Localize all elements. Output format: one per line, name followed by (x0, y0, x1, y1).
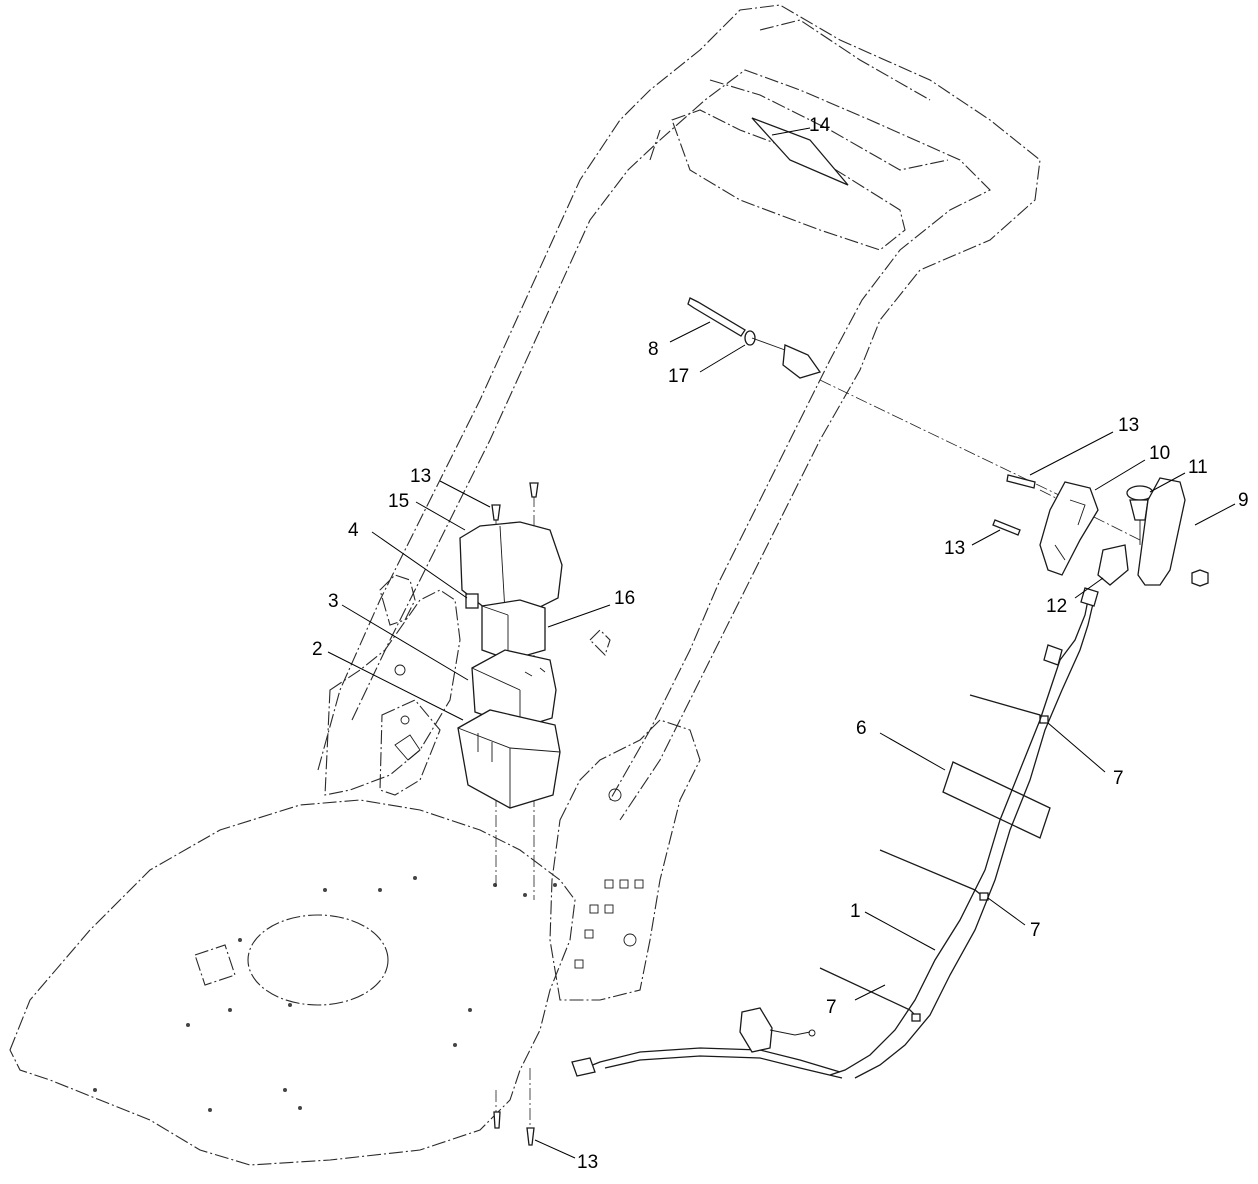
part-2-battery-tray (457, 709, 561, 809)
callout-4: 4 (348, 520, 359, 541)
part-16-battery (481, 599, 546, 661)
callout-10: 10 (1149, 443, 1170, 464)
callout-14: 14 (809, 115, 831, 136)
callout-13-bottom: 13 (577, 1152, 598, 1173)
part-7-cable-tie-3 (819, 967, 921, 1022)
callout-9: 9 (1238, 490, 1249, 511)
part-4-connector (465, 593, 479, 609)
callout-8: 8 (648, 339, 659, 360)
callout-2: 2 (312, 639, 323, 660)
part-14-decal (751, 117, 849, 186)
callout-15: 15 (388, 491, 409, 512)
callout-13-middle: 13 (944, 538, 965, 559)
part-13-screw-middle (992, 519, 1021, 536)
part-8-bolt (687, 297, 746, 337)
callout-13-left: 13 (410, 466, 431, 487)
part-13-screws-bottom (493, 1111, 535, 1146)
phantom-mower-outline (9, 4, 1041, 1166)
callout-11: 11 (1188, 457, 1208, 478)
callout-labels: 14 8 17 13 10 11 9 13 12 13 15 4 16 3 2 … (312, 115, 1249, 1173)
callout-12: 12 (1046, 596, 1067, 617)
callout-7-middle: 7 (1030, 920, 1041, 941)
part-9-cover (1137, 477, 1209, 587)
part-13-screw-upper (1006, 474, 1036, 489)
callout-16: 16 (614, 588, 635, 609)
callout-13-upper: 13 (1118, 415, 1139, 436)
leader-lines (327, 127, 1236, 1159)
part-1-wire-harness (571, 587, 1099, 1079)
callout-1: 1 (850, 901, 861, 922)
part-17-washer (744, 330, 756, 346)
part-12-switch (1097, 544, 1129, 586)
part-7-cable-tie-2 (879, 849, 989, 901)
part-7-cable-tie-1 (969, 694, 1049, 724)
callout-7-bottom: 7 (826, 997, 837, 1018)
callout-6: 6 (856, 718, 867, 739)
assembly-axis-lines (495, 379, 1141, 1130)
callout-7-top: 7 (1113, 768, 1124, 789)
part-6-decal (942, 761, 1051, 839)
part-10-switch-housing (1039, 481, 1099, 576)
callout-3: 3 (328, 591, 339, 612)
handle-connector (751, 337, 822, 379)
part-13-screws-top (491, 482, 539, 521)
callout-17: 17 (668, 366, 689, 387)
